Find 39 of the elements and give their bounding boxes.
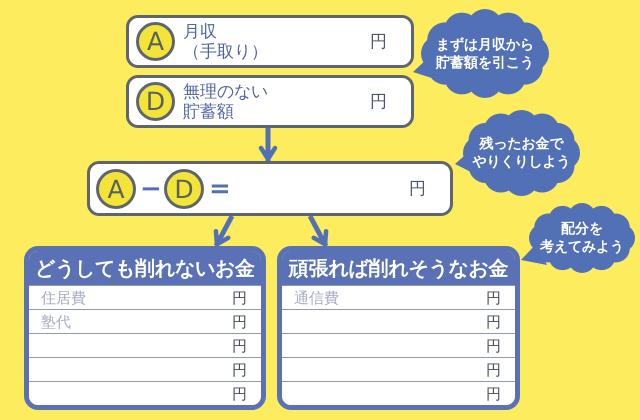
input-box — [126, 15, 414, 68]
arrow — [308, 214, 328, 248]
arrow — [214, 214, 234, 248]
yen-unit: 円 — [232, 336, 247, 354]
yen-unit: 円 — [486, 384, 501, 402]
table-row — [282, 381, 515, 405]
table-title: 頑張れば削れそうなお金 — [288, 256, 508, 280]
arrow — [258, 128, 278, 162]
yen-unit: 円 — [370, 32, 387, 52]
yen-unit: 円 — [486, 312, 501, 330]
expense-item: 通信費 — [294, 288, 339, 306]
table-card — [277, 246, 520, 410]
letter-badge: D — [136, 82, 175, 121]
expense-item: 住居費 — [41, 288, 86, 306]
bubble-text: まずは月収から貯蓄額を引こう — [434, 36, 535, 72]
minus-sign: − — [140, 174, 162, 202]
bubble-text: 残ったお金でやりくりしよう — [471, 135, 572, 171]
table-row — [29, 381, 261, 405]
formula-box — [87, 161, 453, 216]
table-card — [24, 246, 266, 410]
field-label: 月収（手取り） — [183, 22, 269, 62]
yen-unit: 円 — [486, 360, 501, 378]
yen-unit: 円 — [370, 92, 387, 112]
yen-unit: 円 — [232, 384, 247, 402]
yen-unit: 円 — [232, 288, 247, 306]
equals-sign: = — [209, 174, 231, 202]
yen-unit: 円 — [486, 288, 501, 306]
yen-unit: 円 — [486, 336, 501, 354]
letter-badge: A — [136, 22, 175, 61]
letter-badge: A — [96, 169, 136, 209]
letter-badge: D — [164, 169, 204, 209]
expense-item: 塾代 — [41, 312, 71, 330]
bubble-text: 配分を考えてみよう — [539, 220, 625, 256]
input-box — [126, 75, 414, 128]
table-title: どうしても削れないお金 — [35, 256, 255, 280]
field-label: 無理のない貯蓄額 — [183, 82, 269, 122]
yen-unit: 円 — [232, 360, 247, 378]
yen-unit: 円 — [409, 178, 426, 198]
yen-unit: 円 — [232, 312, 247, 330]
